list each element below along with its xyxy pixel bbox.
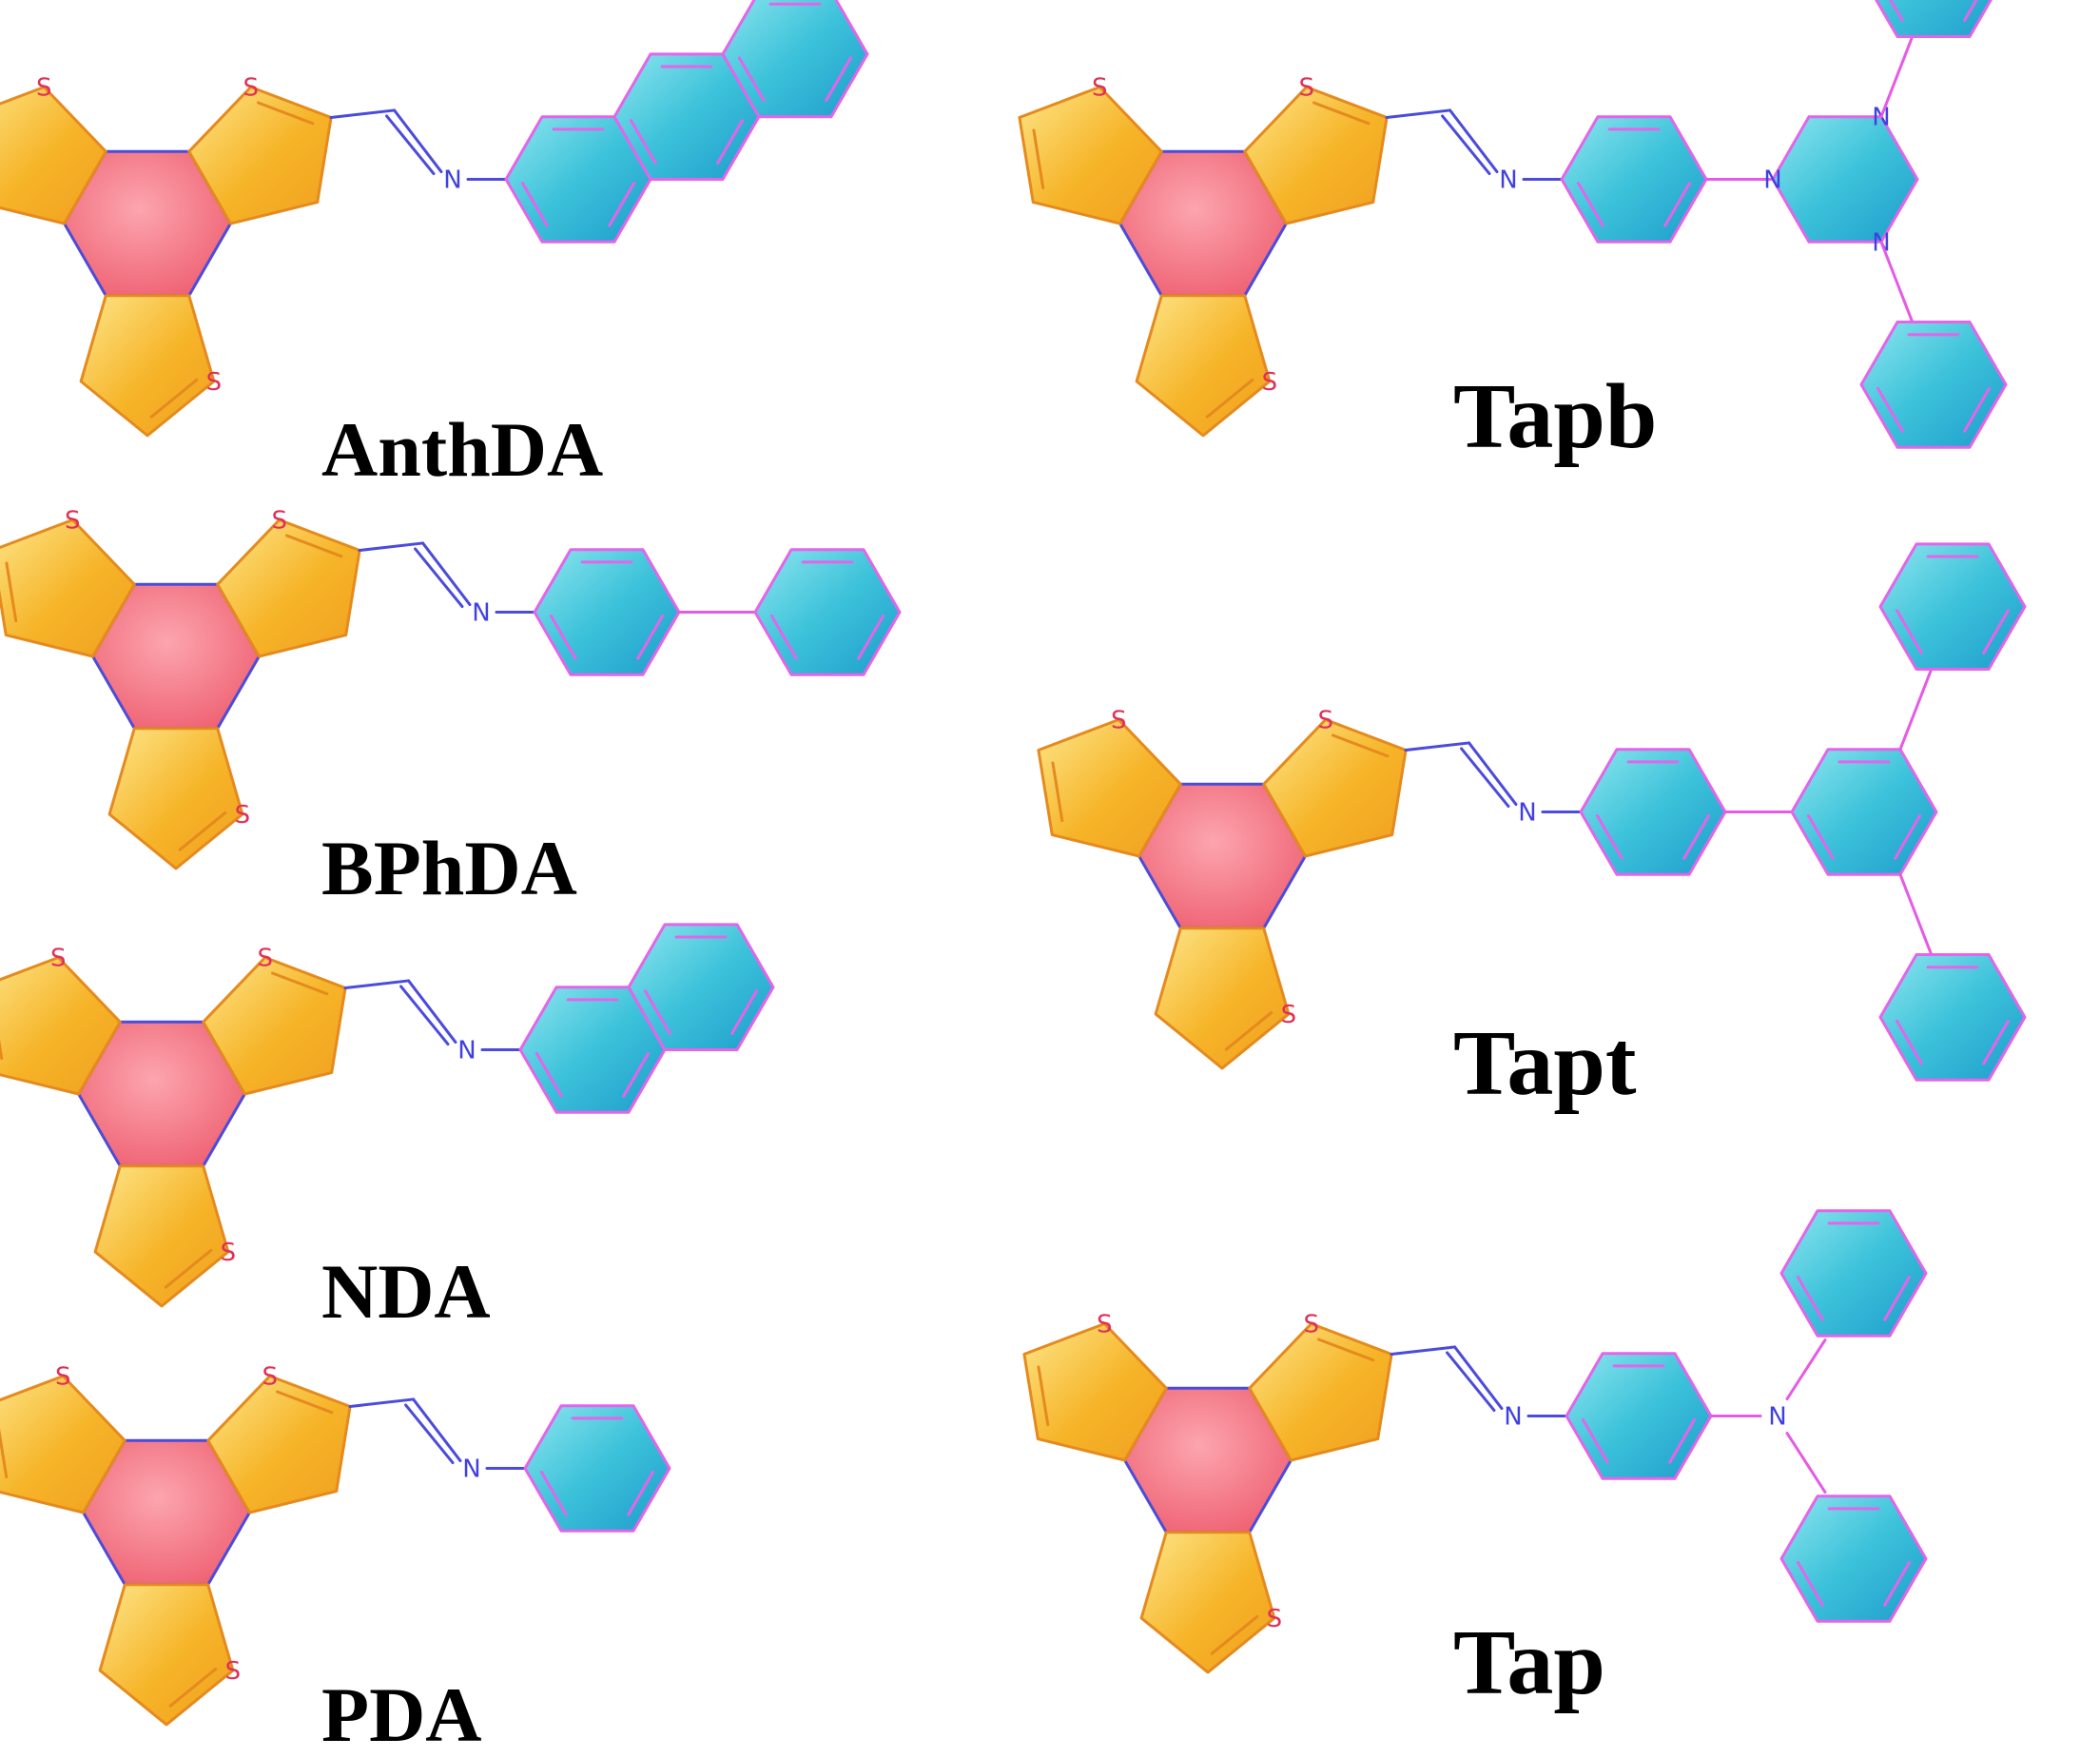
thiophene-ring-upper bbox=[1018, 86, 1163, 225]
sulfur-label-right: S bbox=[257, 944, 273, 972]
phenyl-ring-outer bbox=[753, 548, 902, 676]
thiophene-ring-lower bbox=[1154, 927, 1291, 1070]
phenyl-ring-upper bbox=[1875, 0, 1993, 38]
sulfur-label-upper: S bbox=[65, 506, 81, 535]
benzotrithiophene-core: S S S bbox=[0, 73, 333, 438]
imine-nitrogen-label: N bbox=[462, 1455, 480, 1484]
thiophene-ring-right bbox=[1248, 1322, 1393, 1462]
sulfur-label-upper: S bbox=[50, 944, 67, 972]
phenyl-ring-lower bbox=[1779, 1494, 1928, 1623]
thiophene-ring-lower bbox=[107, 727, 244, 870]
sulfur-label-upper: S bbox=[1097, 1310, 1113, 1338]
sulfur-label-lower: S bbox=[221, 1239, 237, 1267]
molecule-bphda: N bbox=[358, 541, 902, 676]
imine-nitrogen-label: N bbox=[1499, 166, 1517, 195]
triazine-nitrogen-label: N bbox=[1763, 166, 1781, 195]
benzotrithiophene-core: S S S bbox=[1037, 706, 1408, 1070]
thiophene-ring-right bbox=[206, 1375, 352, 1514]
sulfur-label-lower: S bbox=[1267, 1605, 1283, 1633]
sulfur-label-upper: S bbox=[55, 1362, 71, 1391]
sulfur-label-lower: S bbox=[206, 368, 223, 397]
phenyl-ring-lower bbox=[1859, 321, 2008, 449]
thiophene-ring-upper bbox=[0, 86, 107, 225]
fused-ring-3 bbox=[721, 0, 869, 119]
benzotrithiophene-core: S S S bbox=[1018, 73, 1389, 438]
sulfur-label-right: S bbox=[1317, 706, 1333, 734]
molecule-pda: N bbox=[348, 1397, 671, 1533]
sulfur-label-right: S bbox=[271, 506, 287, 535]
sulfur-label-lower: S bbox=[225, 1657, 242, 1686]
sulfur-label-upper: S bbox=[1092, 73, 1108, 102]
molecule-anthda: N bbox=[329, 0, 869, 244]
imine-nitrogen-label: N bbox=[1504, 1403, 1522, 1432]
sulfur-label-right: S bbox=[243, 73, 259, 102]
triazine-ring bbox=[1771, 115, 1919, 244]
fused-ring-2 bbox=[627, 923, 775, 1051]
sulfur-label-upper: S bbox=[1111, 706, 1127, 734]
central-phenyl-ring bbox=[1790, 748, 1938, 876]
phenyl-ring-upper bbox=[1779, 1209, 1928, 1338]
thiophene-ring-right bbox=[187, 86, 333, 225]
phenyl-ring-lower bbox=[1878, 953, 2027, 1082]
compound-label-bphda: BPhDA bbox=[321, 825, 577, 911]
benzotrithiophene-core: S S S bbox=[1022, 1310, 1393, 1674]
molecule-nda: N bbox=[343, 923, 775, 1114]
thiophene-ring-upper bbox=[0, 518, 136, 658]
compound-label-tapb: Tapb bbox=[1453, 365, 1657, 468]
sulfur-label-lower: S bbox=[235, 801, 251, 830]
thiophene-ring-upper bbox=[0, 1375, 126, 1514]
imine-nitrogen-label: N bbox=[457, 1037, 476, 1065]
thiophene-ring-right bbox=[216, 518, 361, 658]
phenyl-ring-upper bbox=[1878, 542, 2027, 671]
sulfur-label-lower: S bbox=[1262, 368, 1278, 397]
thiophene-ring-lower bbox=[93, 1164, 230, 1308]
molecule-tapb: NNNN bbox=[1385, 0, 2008, 449]
sulfur-label-right: S bbox=[1303, 1310, 1319, 1338]
imine-nitrogen-label: N bbox=[443, 166, 461, 195]
thiophene-ring-right bbox=[202, 956, 347, 1096]
phenyl-ring bbox=[1579, 748, 1727, 876]
compound-label-anthda: AnthDA bbox=[321, 406, 603, 493]
thiophene-ring-right bbox=[1262, 718, 1408, 858]
imine-nitrogen-label: N bbox=[1518, 799, 1536, 828]
thiophene-ring-right bbox=[1243, 86, 1389, 225]
compound-label-tap: Tap bbox=[1453, 1612, 1605, 1714]
thiophene-ring-lower bbox=[98, 1583, 235, 1727]
benzotrithiophene-core: S S S bbox=[0, 944, 347, 1308]
sulfur-label-lower: S bbox=[1281, 1001, 1297, 1029]
compound-label-pda: PDA bbox=[321, 1671, 482, 1758]
phenyl-ring bbox=[1560, 115, 1708, 244]
benzotrithiophene-core: S S S bbox=[0, 506, 361, 870]
phenyl-ring bbox=[533, 548, 681, 676]
molecule-tapt: N bbox=[1404, 542, 2027, 1082]
thiophene-ring-lower bbox=[1139, 1531, 1276, 1674]
imine-nitrogen-label: N bbox=[472, 599, 490, 628]
sulfur-label-right: S bbox=[262, 1362, 278, 1391]
thiophene-ring-upper bbox=[1037, 718, 1182, 858]
amine-nitrogen-label: N bbox=[1768, 1403, 1786, 1432]
thiophene-ring-lower bbox=[1135, 294, 1272, 438]
benzotrithiophene-core: S S S bbox=[0, 1362, 352, 1727]
sulfur-label-right: S bbox=[1298, 73, 1314, 102]
thiophene-ring-lower bbox=[79, 294, 216, 438]
phenyl-ring bbox=[1565, 1352, 1713, 1480]
thiophene-ring-upper bbox=[1022, 1322, 1168, 1462]
compound-label-tapt: Tapt bbox=[1453, 1012, 1637, 1115]
compound-label-nda: NDA bbox=[321, 1248, 491, 1335]
thiophene-ring-upper bbox=[0, 956, 122, 1096]
sulfur-label-upper: S bbox=[36, 73, 52, 102]
phenyl-ring bbox=[523, 1404, 671, 1533]
